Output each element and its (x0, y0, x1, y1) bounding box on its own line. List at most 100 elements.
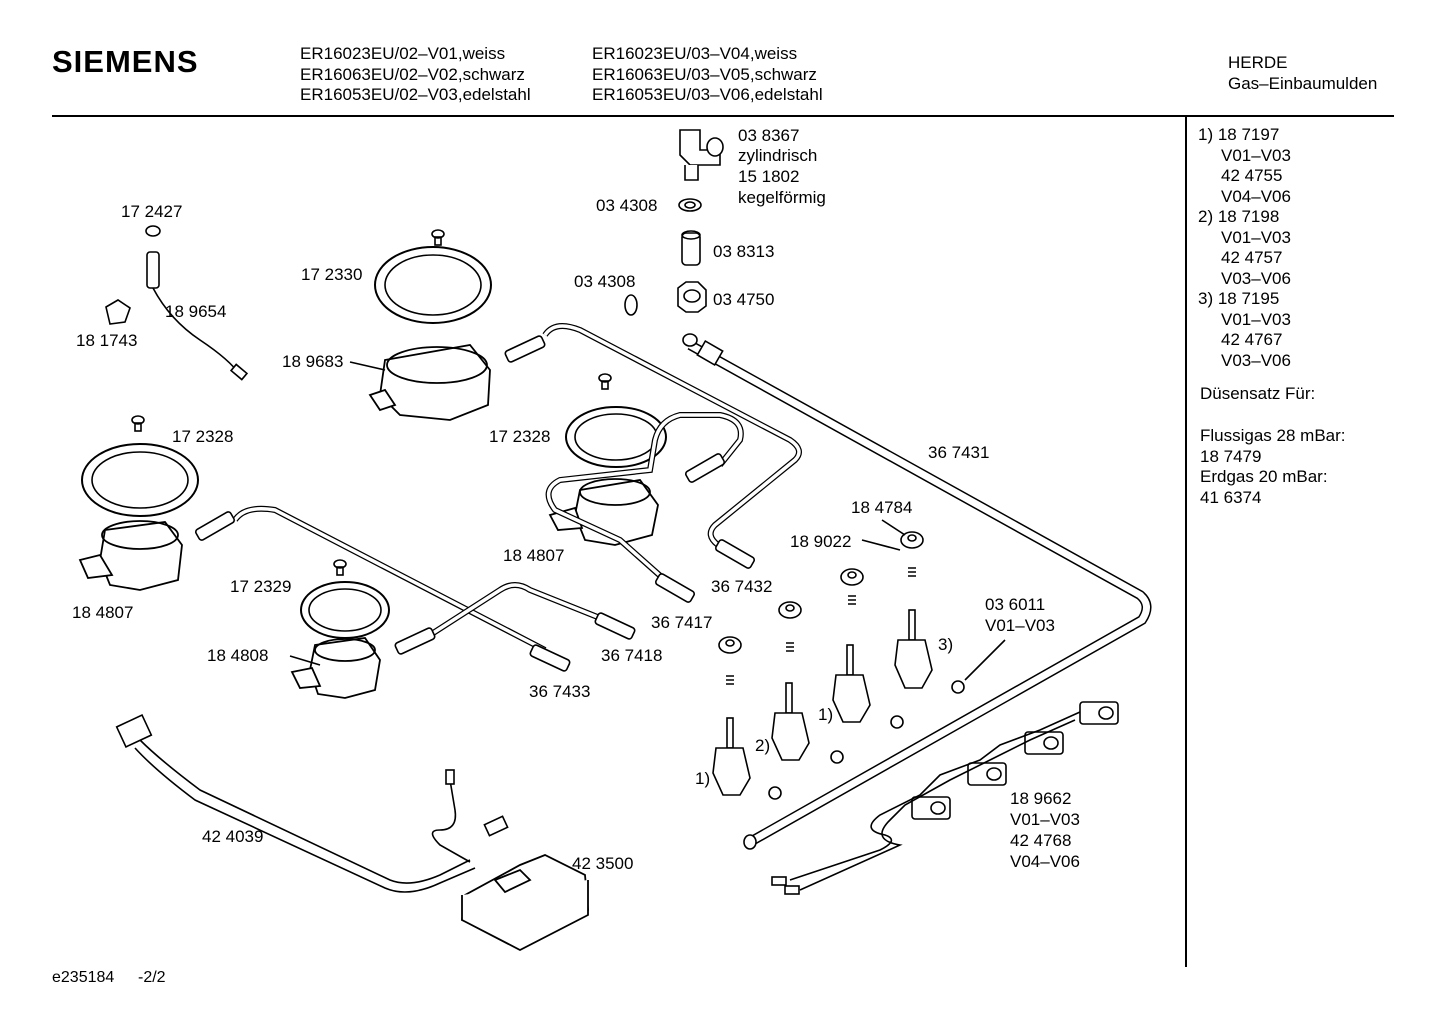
spring (786, 642, 794, 652)
burner-housing (78, 520, 183, 591)
part-label: 17 2328 (172, 427, 234, 446)
knob-bushing (718, 636, 742, 654)
part-label: 18 4808 (207, 646, 269, 665)
part-label: 17 2329 (230, 577, 292, 596)
burner-gasket (565, 406, 667, 468)
burner-gasket (374, 246, 492, 324)
elbow-fitting (679, 129, 724, 181)
part-label: 18 9683 (282, 352, 344, 371)
part-label: 03 8313 (713, 242, 775, 261)
index-marker: 1) (818, 705, 834, 724)
nozzle-list: Flussigas 28 mBar: 18 7479 Erdgas 20 mBa… (1200, 426, 1346, 508)
gas-valve (894, 609, 933, 689)
part-label: 36 7432 (711, 577, 773, 596)
seal-ring (624, 294, 638, 316)
part-note: zylindrisch (738, 146, 818, 165)
variant-row: 42 4757 (1221, 248, 1283, 267)
part-label: 17 2330 (301, 265, 363, 284)
variant-row: V01–V03 (1221, 145, 1291, 165)
pipe-connector (394, 627, 436, 655)
valve-seal (890, 715, 904, 729)
variant-row: V04–V06 (1221, 186, 1291, 206)
document-id: e235184 (52, 969, 115, 986)
burner-housing (368, 344, 491, 421)
variant-note: V01–V03 (1010, 810, 1080, 829)
part-label: 18 4807 (72, 603, 134, 622)
pipe-connector (654, 573, 696, 603)
nozzle-row: 18 7479 (1200, 446, 1262, 466)
variant-list: 1) 18 7197 V01–V03 42 4755 V04–V06 2) 18… (1198, 125, 1291, 371)
variant-row: 42 4755 (1221, 166, 1283, 185)
variant-note: V04–V06 (1010, 852, 1080, 871)
variant-row: V01–V03 (1221, 309, 1291, 329)
header-divider (52, 115, 1394, 117)
model-line: ER16023EU/02–V01,weiss (300, 44, 506, 63)
switch-harness (789, 711, 1081, 881)
part-label: 17 2328 (489, 427, 551, 446)
screw (598, 373, 612, 390)
part-label: 36 7418 (601, 646, 663, 665)
pipe-connector (684, 453, 726, 483)
part-label: 18 9654 (165, 302, 227, 321)
part-label: 03 8367 (738, 126, 800, 145)
screw (333, 559, 347, 576)
variant-row: 42 4767 (1221, 330, 1283, 349)
pipe-connector (529, 644, 571, 672)
part-label: 03 4308 (574, 272, 636, 291)
variant-row: V03–V06 (1221, 350, 1291, 370)
valve-seal (830, 750, 844, 764)
gas-valve (832, 644, 871, 723)
part-label: 18 4807 (503, 546, 565, 565)
part-label: 42 3500 (572, 854, 634, 873)
nozzle-row: Erdgas 20 mBar: (1200, 467, 1328, 486)
burner-gasket (81, 443, 199, 517)
screw (431, 229, 445, 246)
variant-row: 3) 18 7195 (1198, 289, 1280, 308)
knob-bushing (840, 568, 864, 586)
pipe-connector (594, 612, 636, 640)
model-line: ER16053EU/02–V03,edelstahl (300, 85, 531, 104)
part-label: 18 4784 (851, 498, 913, 517)
pipe-connector (504, 335, 546, 363)
burner-gasket (300, 581, 390, 639)
ignition-switch (967, 762, 1007, 786)
part-label: 42 4039 (202, 827, 264, 846)
valve-seal (768, 786, 782, 800)
gas-valve (712, 717, 751, 796)
category-title: HERDE (1228, 53, 1288, 72)
index-marker: 2) (755, 736, 771, 755)
variant-row: V03–V06 (1221, 268, 1291, 288)
screw (131, 415, 145, 432)
index-marker: 1) (695, 769, 711, 788)
part-label: 18 9662 (1010, 789, 1072, 808)
model-list-left: ER16023EU/02–V01,weiss ER16063EU/02–V02,… (300, 44, 531, 106)
ignition-switch (911, 796, 951, 820)
part-label: 03 4750 (713, 290, 775, 309)
variant-row: V01–V03 (1221, 227, 1291, 247)
part-label: 15 1802 (738, 167, 800, 186)
category-subtitle: Gas–Einbaumulden (1228, 73, 1378, 93)
part-label: 17 2427 (121, 202, 183, 221)
hex-nut (677, 281, 707, 313)
burner-housing (290, 637, 381, 699)
part-label: 36 7431 (928, 443, 990, 462)
ignition-switch (1079, 701, 1119, 725)
part-label: 42 4768 (1010, 831, 1072, 850)
spring (726, 675, 734, 685)
knob-bushing (778, 601, 802, 619)
variant-row: 2) 18 7198 (1198, 207, 1280, 226)
adapter-nipple (681, 230, 701, 266)
model-list-right: ER16023EU/03–V04,weiss ER16063EU/03–V05,… (592, 44, 823, 106)
index-marker: 3) (938, 635, 954, 654)
valve-seal (951, 680, 965, 694)
part-label: 18 9022 (790, 532, 852, 551)
siemens-logo: SIEMENS (52, 44, 199, 79)
side-divider (1185, 117, 1187, 967)
pipe-connector (194, 511, 236, 541)
model-line: ER16063EU/03–V05,schwarz (592, 64, 817, 84)
knob-bushing (900, 531, 924, 549)
variant-note: V01–V03 (985, 616, 1055, 635)
ignition-module (461, 854, 589, 952)
pipe-connector (714, 539, 756, 569)
